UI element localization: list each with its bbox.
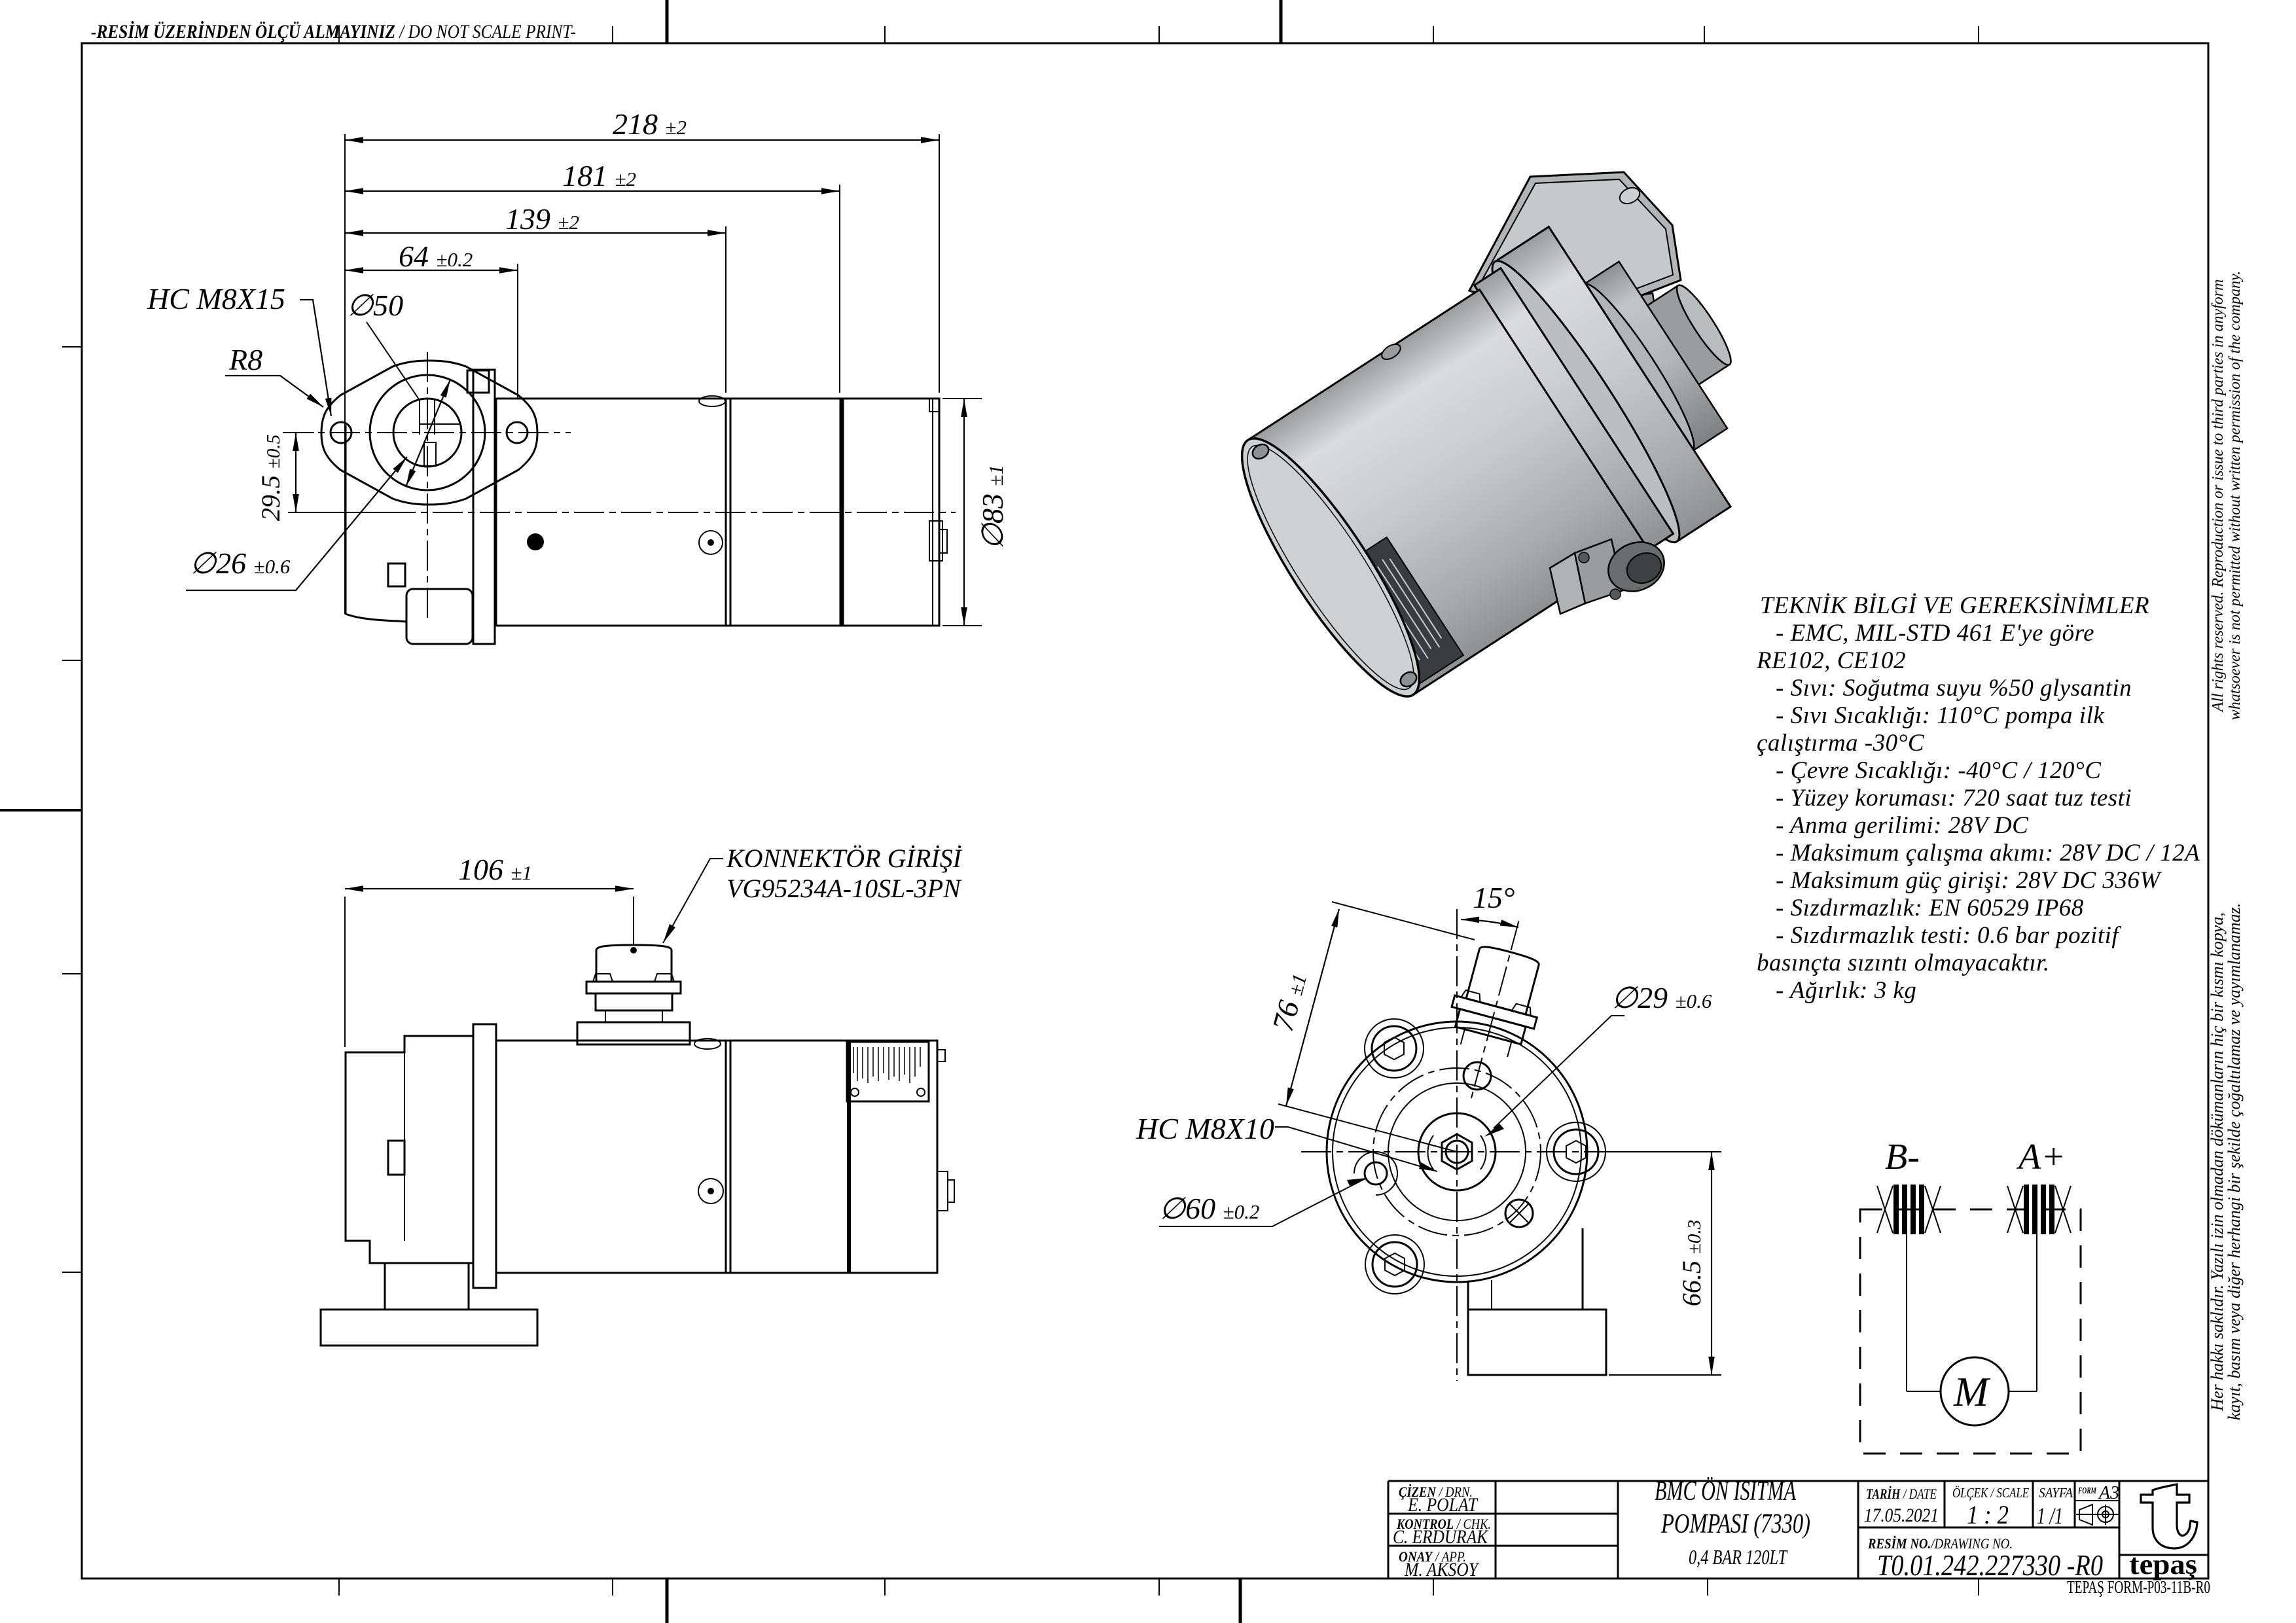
svg-text:RE102, CE102: RE102, CE102 — [1756, 647, 1906, 674]
svg-text:- Çevre Sıcaklığı: -40°C / 120: - Çevre Sıcaklığı: -40°C / 120°C — [1776, 757, 2102, 784]
svg-text:KONNEKTÖR GİRİŞİ: KONNEKTÖR GİRİŞİ — [726, 844, 963, 873]
svg-text:- Maksimum güç girişi: 28V DC: - Maksimum güç girişi: 28V DC 336W — [1776, 867, 2162, 894]
svg-text:ÖLÇEK / SCALE: ÖLÇEK / SCALE — [1952, 1485, 2029, 1501]
svg-text:FORM: FORM — [2077, 1486, 2096, 1496]
svg-text:All rights reserved. Reproduct: All rights reserved. Reproduction or iss… — [2210, 279, 2227, 713]
svg-text:C. ERDURAK: C. ERDURAK — [1393, 1526, 1489, 1548]
svg-text:RESİM NO./DRAWING NO.: RESİM NO./DRAWING NO. — [1867, 1535, 2013, 1552]
svg-text:- Maksimum çalışma akımı: 28V: - Maksimum çalışma akımı: 28V DC / 12A — [1776, 840, 2200, 866]
svg-text:- Ağırlık: 3 kg: - Ağırlık: 3 kg — [1776, 977, 1916, 1004]
svg-text:∅26 ±0.6: ∅26 ±0.6 — [190, 546, 291, 580]
svg-text:1 : 2: 1 : 2 — [1967, 1500, 2009, 1529]
svg-text:T0.01.242.227330 -R0: T0.01.242.227330 -R0 — [1877, 1548, 2103, 1582]
svg-text:POMPASI (7330): POMPASI (7330) — [1660, 1509, 1810, 1539]
svg-text:M: M — [1953, 1368, 1991, 1415]
svg-text:kayıt, basım veya diğer herhan: kayıt, basım veya diğer herhangi bir şek… — [2225, 903, 2244, 1420]
svg-text:15°: 15° — [1473, 881, 1515, 914]
svg-text:KONTROL / CHK.: KONTROL / CHK. — [1396, 1516, 1491, 1532]
svg-text:basınçta sızıntı olmayacaktır.: basınçta sızıntı olmayacaktır. — [1757, 950, 2050, 976]
svg-text:1 /1: 1 /1 — [2037, 1503, 2063, 1529]
svg-text:whatsoever is not permitted wi: whatsoever is not permitted without writ… — [2227, 271, 2244, 721]
svg-text:Her hakkı saklıdır. Yazılı izi: Her hakkı saklıdır. Yazılı izin olmadan … — [2208, 912, 2227, 1412]
svg-text:E. POLAT: E. POLAT — [1407, 1494, 1479, 1516]
svg-text:TEKNİK BİLGİ VE GEREKSİNİMLER: TEKNİK BİLGİ VE GEREKSİNİMLER — [1760, 592, 2149, 619]
svg-text:- Anma gerilimi: 28V DC: - Anma gerilimi: 28V DC — [1776, 812, 2029, 839]
svg-text:- EMC, MIL-STD 461 E'ye göre: - EMC, MIL-STD 461 E'ye göre — [1776, 620, 2094, 647]
svg-text:A3: A3 — [2098, 1483, 2119, 1503]
svg-text:- Yüzey koruması: 720 saat tuz: - Yüzey koruması: 720 saat tuz testi — [1776, 785, 2132, 812]
svg-text:A+: A+ — [2016, 1137, 2066, 1177]
svg-text:R8: R8 — [228, 343, 262, 376]
svg-text:- Sıvı Sıcaklığı: 110°C pompa: - Sıvı Sıcaklığı: 110°C pompa ilk — [1776, 702, 2104, 729]
svg-text:ONAY / APP.: ONAY / APP. — [1399, 1548, 1466, 1565]
svg-text:- Sızdırmazlık testi: 0.6 bar: - Sızdırmazlık testi: 0.6 bar pozitif — [1776, 922, 2121, 949]
svg-text:∅50: ∅50 — [347, 289, 403, 322]
svg-text:B-: B- — [1885, 1137, 1920, 1177]
svg-text:0,4 BAR 120LT: 0,4 BAR 120LT — [1689, 1545, 1788, 1569]
svg-text:66.5 ±0.3: 66.5 ±0.3 — [1677, 1220, 1706, 1306]
svg-text:- Sıvı: Soğutma suyu %50 glysa: - Sıvı: Soğutma suyu %50 glysantin — [1776, 675, 2132, 702]
svg-text:HC M8X15: HC M8X15 — [147, 282, 285, 315]
svg-text:106 ±1: 106 ±1 — [458, 853, 532, 886]
svg-text:VG95234A-10SL-3PN: VG95234A-10SL-3PN — [726, 874, 962, 903]
svg-text:TARİH / DATE: TARİH / DATE — [1866, 1486, 1937, 1502]
svg-text:TEPAŞ FORM-P03-11B-R0: TEPAŞ FORM-P03-11B-R0 — [2067, 1577, 2210, 1597]
svg-text:-RESİM ÜZERİNDEN ÖLÇÜ ALMAYINI: -RESİM ÜZERİNDEN ÖLÇÜ ALMAYINIZ / DO NOT… — [91, 21, 576, 43]
svg-text:M. AKSOY: M. AKSOY — [1404, 1559, 1480, 1580]
svg-text:BMC ÖN ISITMA: BMC ÖN ISITMA — [1655, 1476, 1796, 1507]
svg-text:SAYFA: SAYFA — [2039, 1485, 2073, 1501]
svg-text:ÇİZEN / DRN.: ÇİZEN / DRN. — [1399, 1484, 1473, 1500]
svg-text:tepaş: tepaş — [2129, 1548, 2197, 1580]
svg-text:17.05.2021: 17.05.2021 — [1864, 1505, 1939, 1526]
svg-text:HC M8X10: HC M8X10 — [1136, 1112, 1274, 1145]
svg-text:- Sızdırmazlık: EN 60529 IP68: - Sızdırmazlık: EN 60529 IP68 — [1776, 895, 2084, 921]
svg-text:çalıştırma -30°C: çalıştırma -30°C — [1757, 730, 1925, 757]
